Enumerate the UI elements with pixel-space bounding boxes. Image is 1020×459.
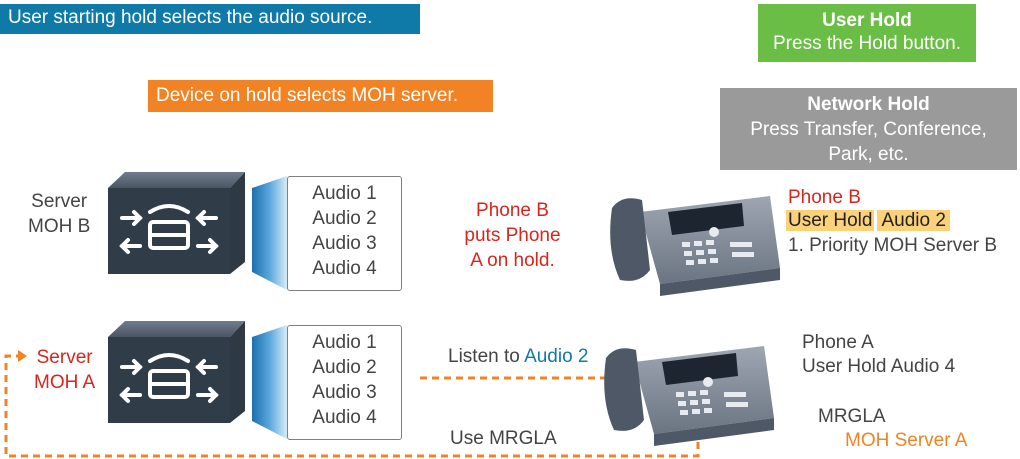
audio-item: Audio 1 [312, 332, 377, 353]
moh-server-banner: Device on hold selects MOH server. [148, 80, 493, 112]
audio-item: Audio 4 [312, 407, 377, 428]
user-hold-banner: User Hold Press the Hold button. [758, 4, 976, 62]
mrgl-connection-line [4, 354, 700, 458]
audio-item: Audio 3 [312, 382, 377, 403]
audio-item: Audio 3 [312, 233, 377, 254]
phone-a-icon [604, 346, 774, 446]
moh-server-banner-text: Device on hold selects MOH server. [156, 85, 459, 106]
network-hold-banner: Network Hold Press Transfer, Conference,… [720, 88, 1017, 170]
listen-to-audio: Audio 2 [524, 346, 589, 367]
user-hold-title: User Hold [822, 10, 912, 31]
server-moh-a-icon [108, 321, 287, 439]
phone-b-audio: Audio 2 [877, 210, 950, 231]
server-moh-a-label-line2: MOH A [34, 372, 96, 393]
server-moh-b-label-line1: Server [31, 191, 88, 212]
network-hold-line2: Park, etc. [828, 144, 909, 165]
hold-action-text: Phone B puts Phone A on hold. [455, 198, 570, 273]
server-moh-b-label-line2: MOH B [28, 216, 91, 237]
audio-item: Audio 4 [312, 258, 377, 279]
phone-a-mrgl: MRGLA [818, 406, 886, 427]
phone-a-moh-server: MOH Server A [845, 430, 968, 451]
server-moh-a-audio-list: Audio 1 Audio 2 Audio 3 Audio 4 [287, 325, 402, 440]
phone-b-name: Phone B [788, 187, 861, 208]
phone-a-name: Phone A [802, 332, 874, 353]
phone-b-priority: 1. Priority MOH Server B [788, 235, 998, 256]
network-hold-line1: Press Transfer, Conference, [750, 119, 987, 140]
hold-action-line3: A on hold. [470, 250, 555, 271]
audio-item: Audio 2 [312, 357, 377, 378]
user-hold-desc: Press the Hold button. [773, 33, 961, 54]
audio-item: Audio 2 [312, 208, 377, 229]
server-moh-a-label: Server MOH A [34, 345, 95, 395]
server-moh-b-audio-list: Audio 1 Audio 2 Audio 3 Audio 4 [287, 176, 402, 291]
audio-item: Audio 1 [312, 183, 377, 204]
phone-a-user-hold: User Hold Audio 4 [802, 356, 956, 377]
use-mrgl-label: Use MRGLA [450, 428, 557, 449]
server-moh-a-label-line1: Server [36, 347, 93, 368]
hold-action-line2: puts Phone [464, 225, 561, 246]
phone-b-icon [610, 196, 780, 296]
server-moh-b-label: Server MOH B [28, 189, 90, 239]
listen-to-prefix: Listen to [448, 346, 525, 367]
arrow-head-icon [18, 350, 27, 362]
network-hold-title: Network Hold [807, 94, 930, 115]
audio-source-banner: User starting hold selects the audio sou… [0, 4, 420, 34]
server-moh-b-icon [108, 172, 287, 290]
listen-to-label: Listen to Audio 2 [448, 344, 589, 369]
phone-b-user-hold: User Hold [786, 210, 875, 231]
hold-action-line1: Phone B [476, 200, 549, 221]
audio-source-banner-text: User starting hold selects the audio sou… [8, 7, 373, 28]
